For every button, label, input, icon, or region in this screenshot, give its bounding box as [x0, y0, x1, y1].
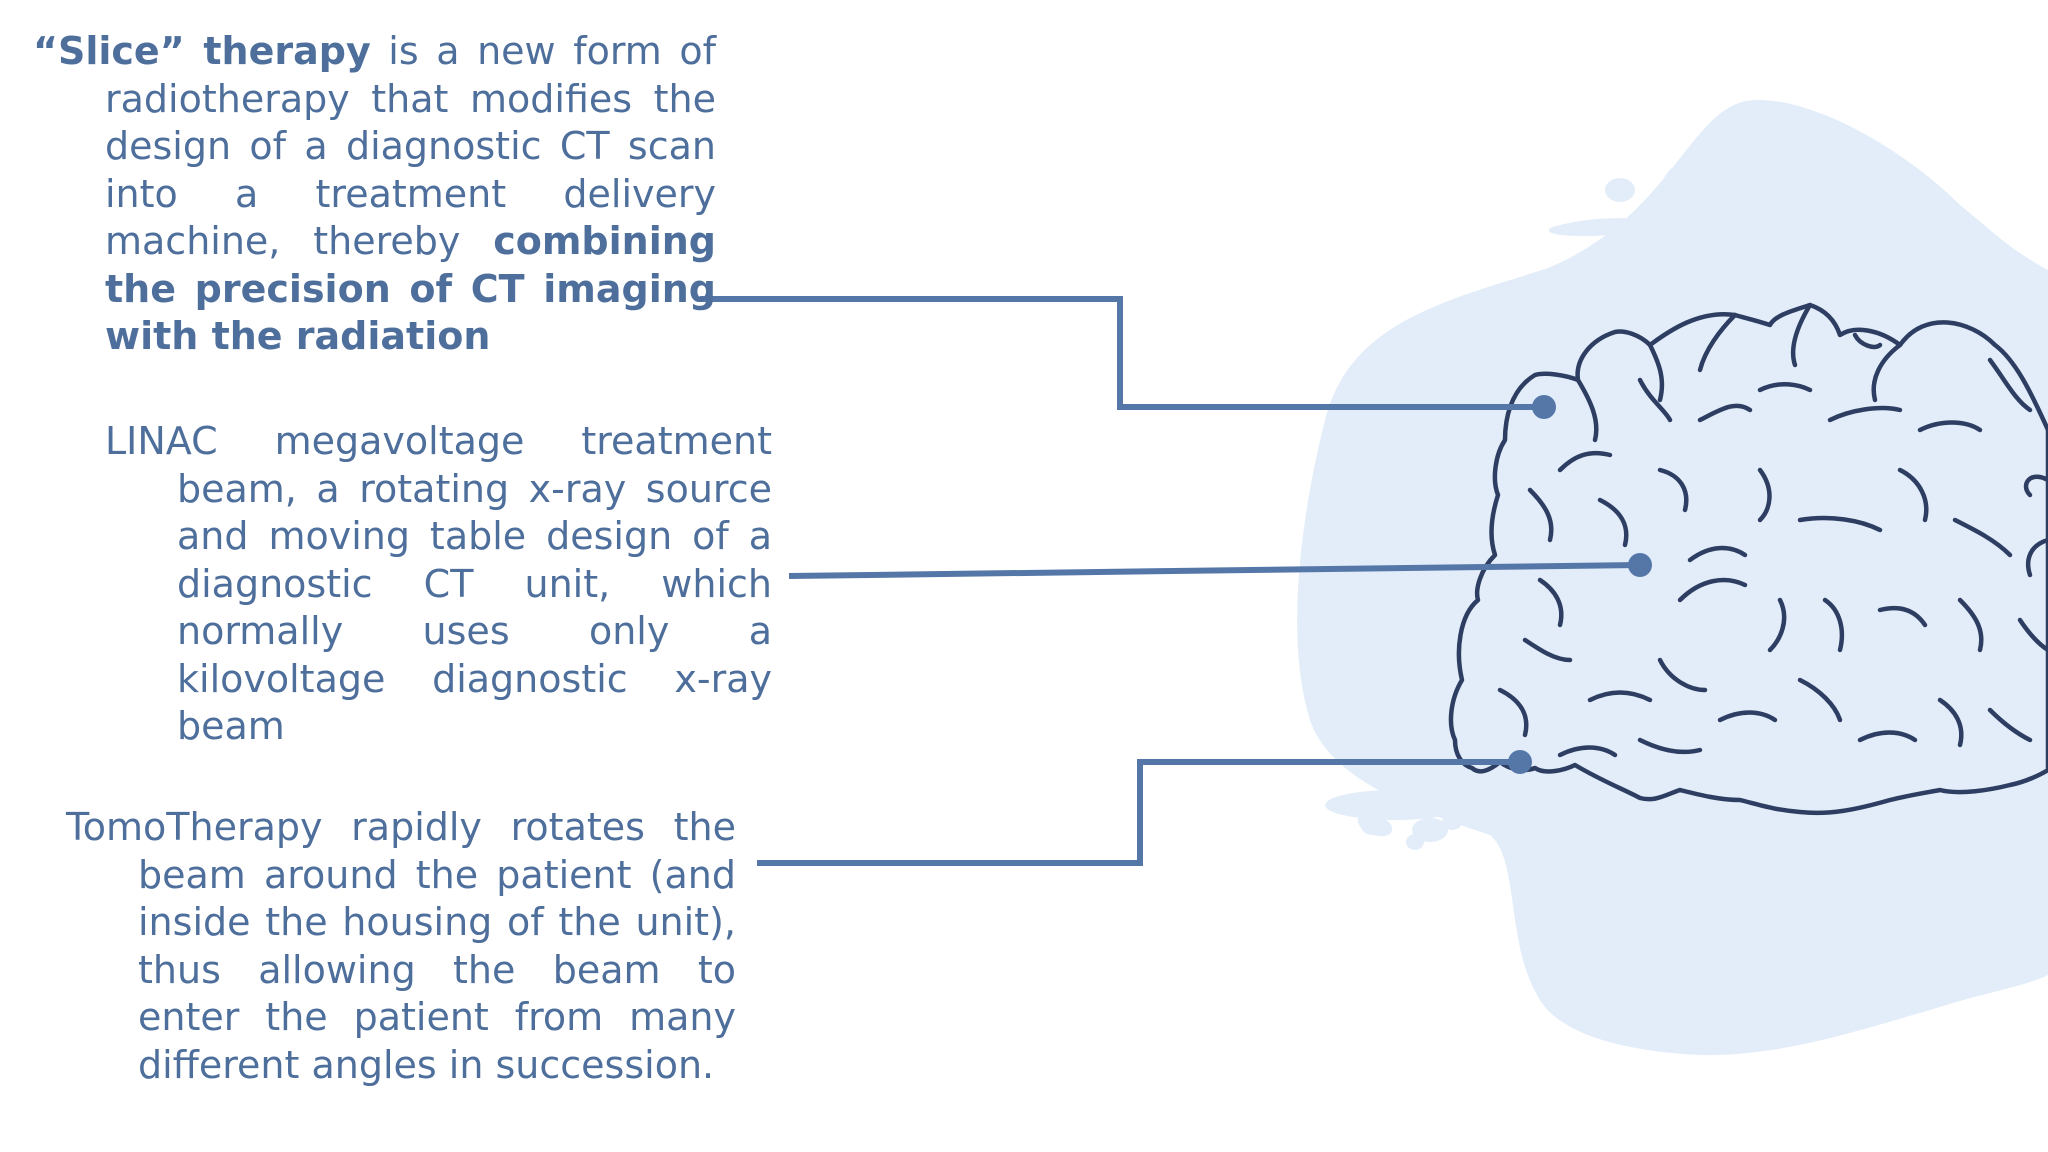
connector-dot	[1532, 395, 1556, 419]
slice-therapy-term: “Slice” therapy	[33, 29, 371, 73]
slice-therapy-paragraph: “Slice” therapy is a new form of radioth…	[33, 28, 716, 361]
connector-line-2	[788, 562, 1641, 579]
connector-line-3	[757, 759, 1520, 866]
connector-line-1	[700, 296, 1544, 410]
connector-dot	[1628, 553, 1652, 577]
linac-paragraph: LINAC megavoltage treatment beam, a rota…	[105, 419, 772, 748]
brain-illustration	[1448, 302, 2048, 816]
tomotherapy-paragraph: TomoTherapy rapidly rotates the beam aro…	[66, 805, 736, 1087]
paragraph-emphasis: combining the precision of CT imaging wi…	[105, 219, 716, 358]
paragraph-text: is a new form of radiotherapy that modif…	[105, 29, 716, 263]
connectors	[700, 296, 1641, 866]
connector-dot	[1508, 750, 1532, 774]
connector-dots	[1508, 395, 1652, 774]
